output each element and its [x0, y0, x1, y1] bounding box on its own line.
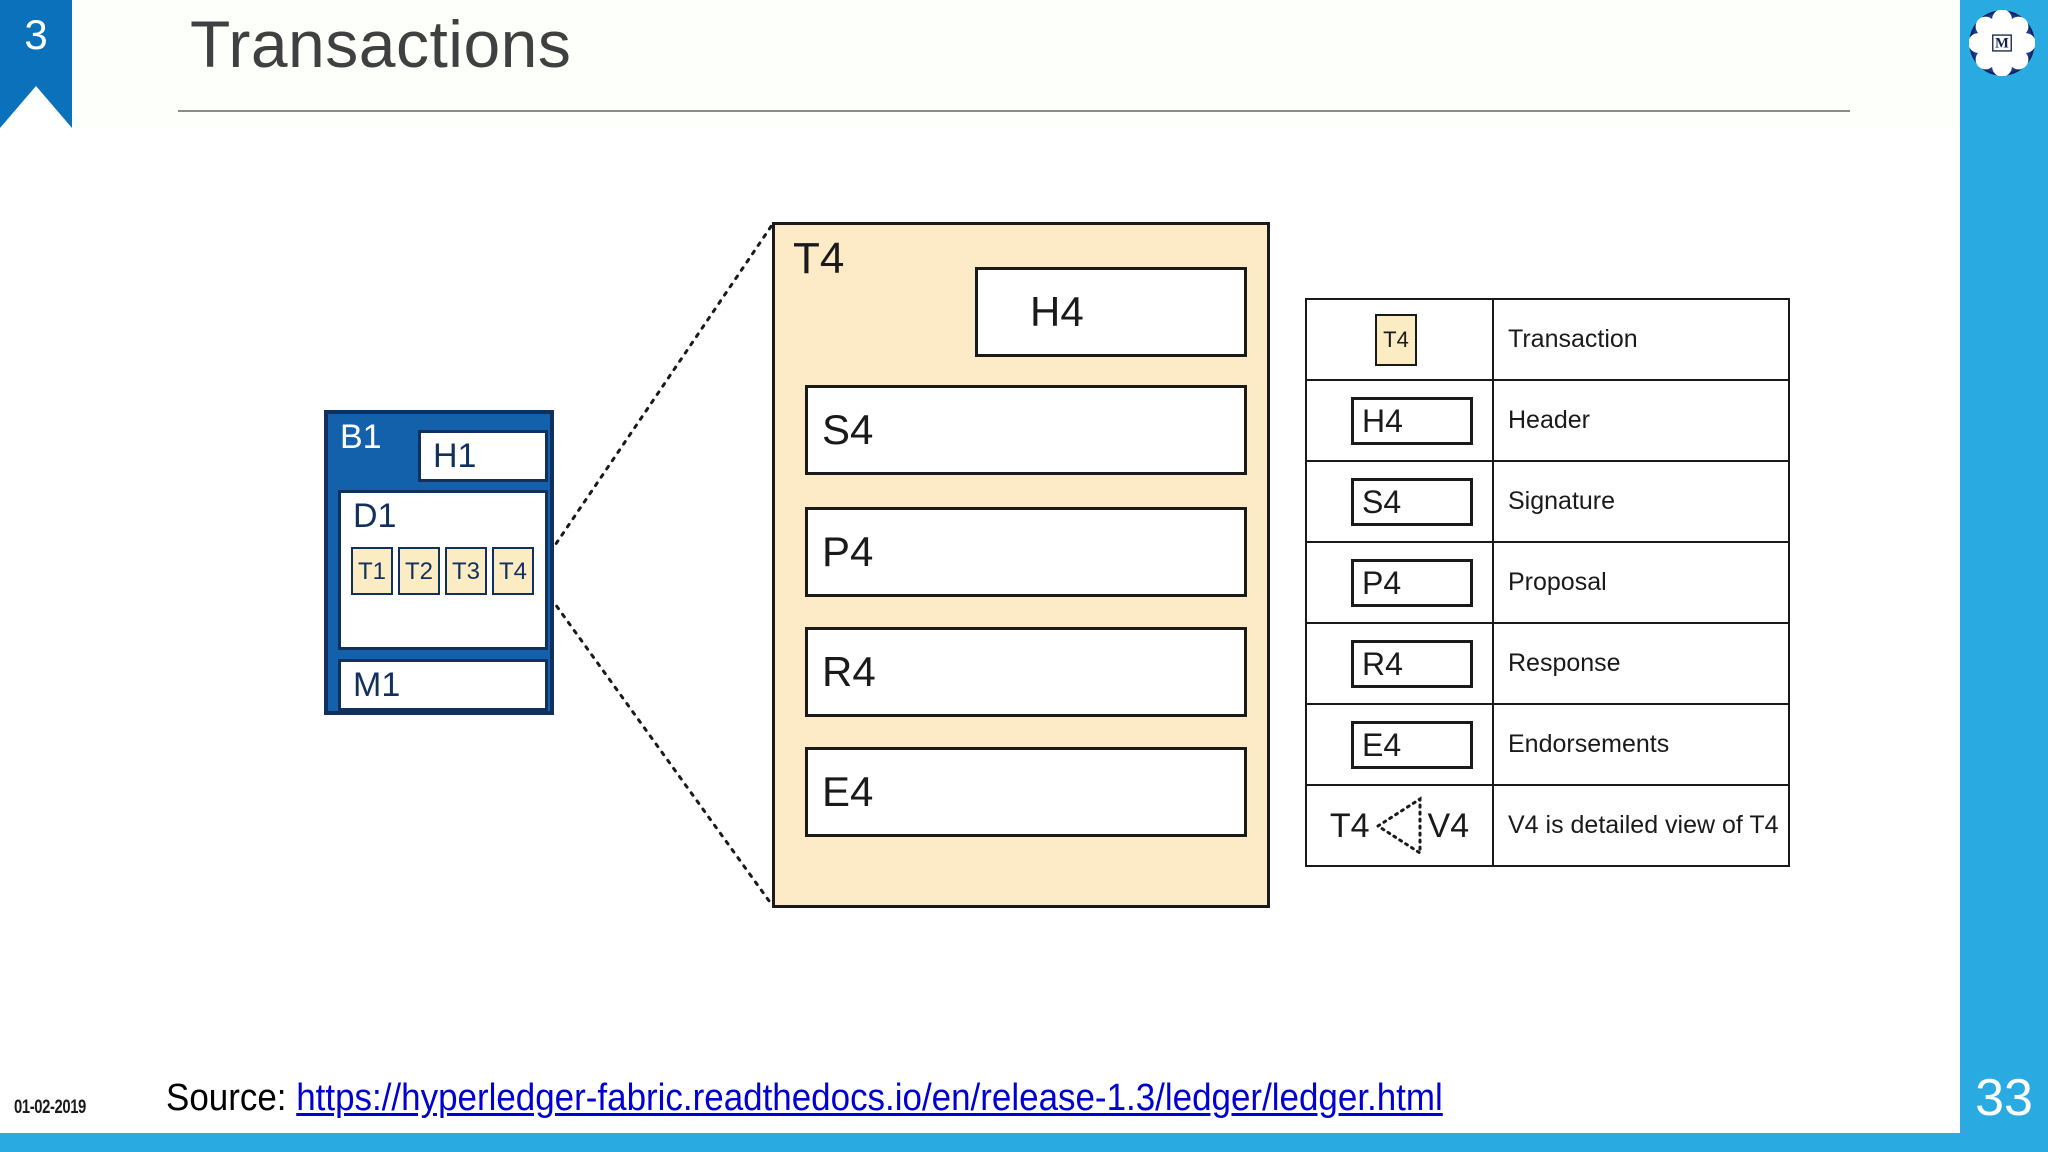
legend-row-transaction: T4 Transaction [1305, 298, 1790, 381]
legend-row-endorsements: E4 Endorsements [1305, 703, 1790, 786]
legend-symbol-signature: S4 [1305, 460, 1494, 543]
ledger-block-b1: B1 H1 D1 T1 T2 T3 T4 M1 [324, 410, 554, 715]
legend-row-proposal: P4 Proposal [1305, 541, 1790, 624]
transaction-field-endorsements-label: E4 [822, 768, 874, 815]
legend-row-header: H4 Header [1305, 379, 1790, 462]
legend-description-endorsements: Endorsements [1492, 703, 1790, 786]
legend-box-h4: H4 [1351, 396, 1473, 445]
legend-symbol-header: H4 [1305, 379, 1494, 462]
transaction-field-header: H4 [975, 267, 1247, 357]
transaction-field-endorsements: E4 [805, 747, 1247, 837]
slide-header: 3 Transactions [0, 0, 2048, 128]
institution-logo-icon: M [1969, 10, 2035, 76]
transaction-chip-t3[interactable]: T3 [445, 547, 487, 595]
block-data-d1: D1 T1 T2 T3 T4 [338, 490, 548, 650]
footer-source-label: Source: [166, 1077, 297, 1119]
legend-description-signature: Signature [1492, 460, 1790, 543]
legend-chip-t4-label: T4 [1383, 326, 1409, 352]
legend-description-transaction: Transaction [1492, 298, 1790, 381]
legend-chip-t4: T4 [1375, 313, 1417, 366]
block-data-d1-label: D1 [353, 497, 397, 535]
transaction-chip-row: T1 T2 T3 T4 [351, 547, 534, 595]
transaction-detail-panel: T4 H4 S4 P4 R4 E4 [772, 222, 1270, 908]
legend-description-header: Header [1492, 379, 1790, 462]
badge-notch-triangle [0, 86, 72, 128]
legend-box-e4-label: E4 [1362, 726, 1402, 763]
legend-box-p4-label: P4 [1362, 564, 1402, 601]
legend-symbol-endorsements: E4 [1305, 703, 1494, 786]
block-metadata-m1: M1 [338, 659, 548, 711]
slide-badge-number: 3 [24, 11, 48, 58]
transaction-field-header-label: H4 [1030, 288, 1084, 335]
legend-symbol-response: R4 [1305, 622, 1494, 705]
transaction-field-response-label: R4 [822, 648, 876, 695]
transaction-field-signature: S4 [805, 385, 1247, 475]
transaction-field-proposal: P4 [805, 507, 1247, 597]
expand-triangle-icon [1374, 795, 1422, 856]
legend-box-e4: E4 [1351, 720, 1473, 769]
page-title: Transactions [190, 7, 572, 81]
footer-bar [0, 1133, 1960, 1152]
transaction-chip-t1[interactable]: T1 [351, 547, 393, 595]
legend-symbol-detailed-view: T4 V4 [1305, 784, 1494, 867]
block-header-h1-label: H1 [433, 437, 477, 475]
footer-date: 01-02-2019 [14, 1097, 86, 1118]
legend-description-proposal: Proposal [1492, 541, 1790, 624]
block-metadata-m1-label: M1 [353, 666, 401, 704]
legend-box-p4: P4 [1351, 558, 1473, 607]
transaction-detail-title: T4 [793, 234, 845, 283]
footer-source-link[interactable]: https://hyperledger-fabric.readthedocs.i… [296, 1077, 1443, 1119]
legend-description-response: Response [1492, 622, 1790, 705]
legend-detail-right-label: V4 [1427, 806, 1470, 845]
transaction-chip-t2[interactable]: T2 [398, 547, 440, 595]
transaction-chip-t4-label: T4 [498, 558, 527, 585]
transaction-chip-t1-label: T1 [357, 558, 386, 585]
transaction-chip-t4[interactable]: T4 [492, 547, 534, 595]
legend-box-r4: R4 [1351, 639, 1473, 688]
page-number: 33 [1975, 1069, 2033, 1127]
transaction-field-proposal-label: P4 [822, 528, 874, 575]
legend-box-s4-label: S4 [1362, 483, 1402, 520]
legend-detail-left-label: T4 [1329, 806, 1370, 845]
footer-source: Source: https://hyperledger-fabric.readt… [166, 1077, 1443, 1120]
legend-table: T4 Transaction H4 Header S4 Signature [1305, 298, 1790, 867]
brand-sidebar [1960, 0, 2048, 1152]
legend-box-s4: S4 [1351, 477, 1473, 526]
legend-description-detailed-view: V4 is detailed view of T4 [1492, 784, 1790, 867]
legend-symbol-proposal: P4 [1305, 541, 1494, 624]
transaction-field-signature-label: S4 [822, 406, 874, 453]
transaction-chip-t2-label: T2 [404, 558, 433, 585]
block-header-h1: H1 [418, 430, 548, 482]
legend-box-r4-label: R4 [1362, 645, 1403, 682]
legend-box-h4-label: H4 [1362, 402, 1403, 439]
transaction-chip-t3-label: T3 [451, 558, 480, 585]
legend-row-detailed-view: T4 V4 V4 is detailed view of T4 [1305, 784, 1790, 867]
slide-number-badge: 3 [0, 0, 72, 128]
title-divider [178, 110, 1850, 112]
block-label-b1: B1 [340, 418, 382, 456]
legend-row-response: R4 Response [1305, 622, 1790, 705]
svg-text:M: M [1995, 36, 2009, 52]
transaction-field-response: R4 [805, 627, 1247, 717]
legend-symbol-transaction: T4 [1305, 298, 1494, 381]
legend-row-signature: S4 Signature [1305, 460, 1790, 543]
